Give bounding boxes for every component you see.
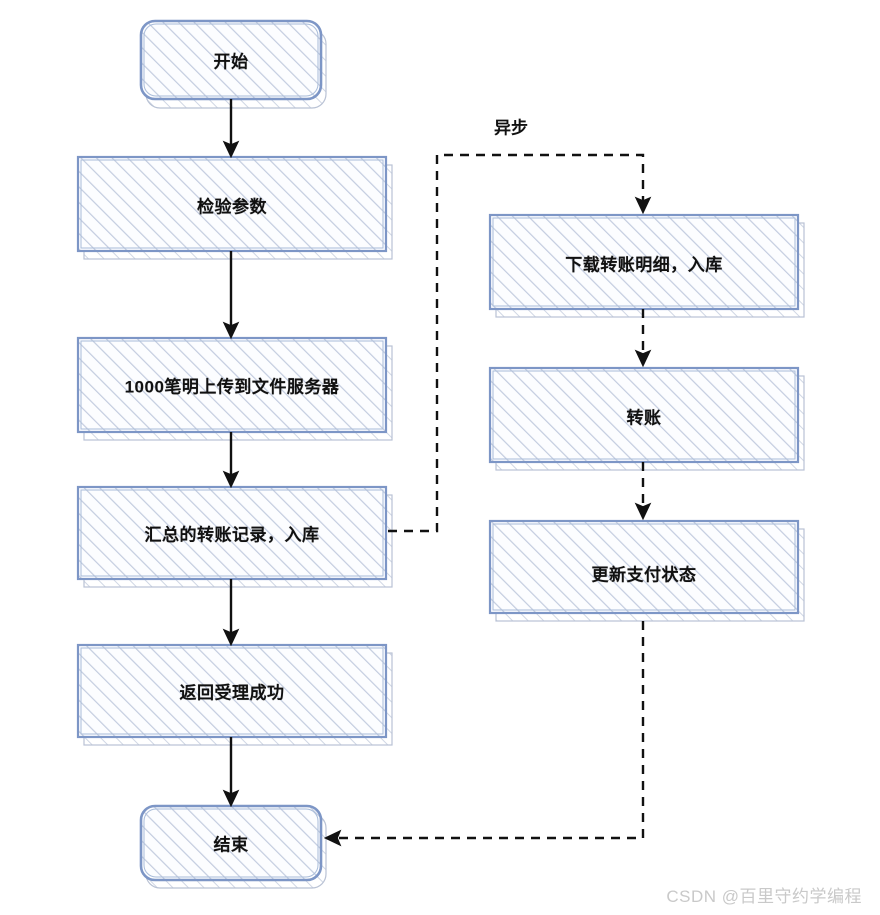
node-transfer[interactable] <box>488 366 805 471</box>
node-download[interactable] <box>488 213 805 318</box>
node-upload-body <box>76 336 388 434</box>
node-transfer-inner-stroke <box>492 370 796 460</box>
node-summarize-inner-stroke <box>80 489 384 577</box>
node-start[interactable] <box>139 19 327 109</box>
node-validate-inner-stroke <box>80 159 384 249</box>
edge-label-async: 异步 <box>494 118 528 138</box>
edge-summarize-to-download-async <box>388 153 652 533</box>
node-updatestate-inner-stroke <box>492 523 796 611</box>
node-download-body <box>488 213 800 311</box>
node-updatestate[interactable] <box>488 519 805 622</box>
node-updatestate-body <box>488 519 800 615</box>
node-summarize[interactable] <box>76 485 393 588</box>
node-upload[interactable] <box>76 336 393 441</box>
node-end-inner-stroke <box>143 808 319 878</box>
node-accepted-body <box>76 643 388 739</box>
node-start-body <box>139 19 323 101</box>
node-start-inner-stroke <box>143 23 319 97</box>
csdn-watermark: CSDN @百里守约学编程 <box>666 887 862 906</box>
node-end-body <box>139 804 323 882</box>
node-download-inner-stroke <box>492 217 796 307</box>
node-upload-inner-stroke <box>80 340 384 430</box>
edge-updatestate-to-end <box>323 621 645 847</box>
node-end[interactable] <box>139 804 327 889</box>
node-transfer-body <box>488 366 800 464</box>
node-accepted[interactable] <box>76 643 393 746</box>
node-validate-body <box>76 155 388 253</box>
node-validate[interactable] <box>76 155 393 260</box>
node-accepted-inner-stroke <box>80 647 384 735</box>
node-summarize-body <box>76 485 388 581</box>
